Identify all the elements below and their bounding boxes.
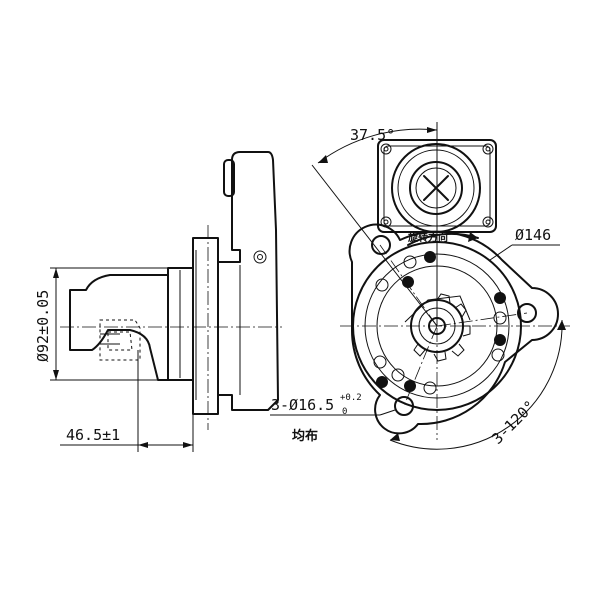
main-flange	[348, 223, 559, 435]
dim-arc-120	[389, 319, 563, 450]
rotation-direction-label: 旋转方向	[407, 231, 448, 244]
side-flange	[192, 237, 219, 415]
evenly-distributed-label: 均布	[292, 428, 318, 444]
dim-diameter-92: Ø92±0.05	[34, 290, 52, 362]
mounting-hole-2	[517, 303, 537, 323]
dim-angle-3-120: 3-120°	[488, 397, 539, 448]
side-pilot	[167, 267, 194, 381]
bolt-ring	[373, 251, 507, 395]
dim-angle-37-5: 37.5°	[350, 126, 395, 144]
dim-holes-tol-lower: 0	[342, 407, 347, 417]
side-housing	[217, 151, 279, 411]
side-nose	[69, 274, 169, 381]
dim-holes: 3-Ø16.5	[271, 396, 334, 414]
mounting-hole-3	[394, 396, 414, 416]
dim-length-46-5: 46.5±1	[66, 426, 120, 444]
pinion-gear	[404, 293, 471, 362]
dim-arc-37-5	[317, 128, 438, 164]
front-view: 旋转方向 37.5° Ø146 3-Ø16.5 +0.2 0 均布 3-120°	[270, 122, 570, 450]
dim-diameter-146: Ø146	[515, 226, 551, 244]
dim-holes-tol-upper: +0.2	[340, 393, 362, 403]
side-screw	[253, 250, 267, 264]
side-solenoid-cap	[223, 159, 235, 197]
side-view: Ø92±0.05 46.5±1	[34, 151, 282, 452]
